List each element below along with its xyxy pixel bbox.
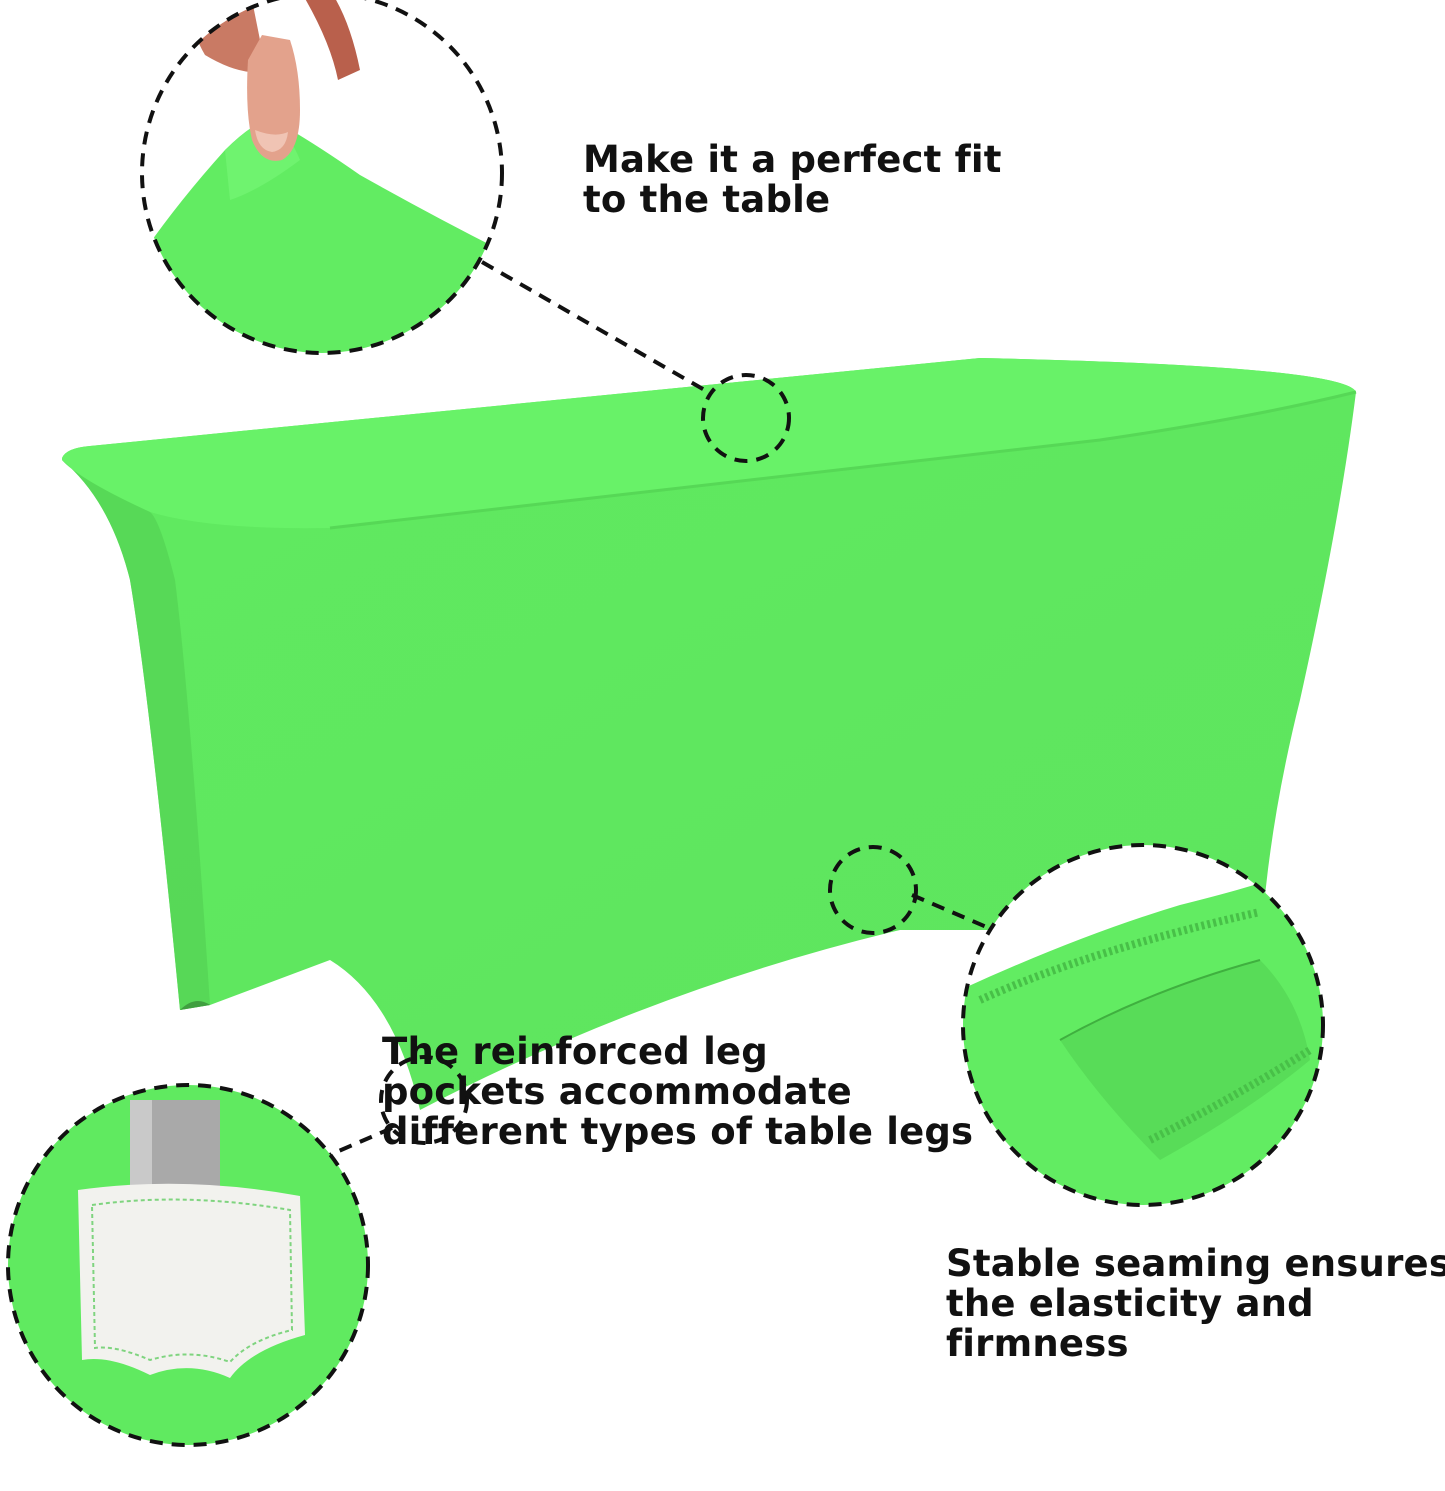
caption-perfect-fit: Make it a perfect fit to the table [583,140,1002,220]
detail-circle-leg [6,1083,370,1447]
caption-line: different types of table legs [382,1110,974,1153]
detail-circle-seam [961,843,1325,1207]
caption-stable-seaming: Stable seaming ensures the elasticity an… [946,1244,1445,1364]
table-cover-side-shadow [62,460,210,1010]
table-leg-foot-left [180,1001,210,1010]
caption-line: pockets accommodate [382,1070,852,1113]
connector-leg [317,1126,393,1162]
caption-line: Stable seaming ensures [946,1242,1445,1285]
leg-pocket [78,1183,305,1378]
hem-fold [1060,960,1310,1160]
detail-circle-fit [140,0,504,355]
marker-leg [379,1055,469,1145]
marker-seam [828,845,918,935]
caption-leg-pockets: The reinforced leg pockets accommodate d… [382,1032,973,1152]
caption-line: Make it a perfect fit [583,138,1002,181]
caption-line: to the table [583,178,831,221]
marker-top [701,373,791,463]
detail-markers [379,373,918,1145]
table-cover-top [62,358,1356,529]
caption-line: The reinforced leg [382,1030,768,1073]
table-cover-front-edge [329,390,1357,530]
caption-line: firmness [946,1322,1129,1365]
caption-line: the elasticity and [946,1282,1314,1325]
connector-fit [481,260,709,394]
